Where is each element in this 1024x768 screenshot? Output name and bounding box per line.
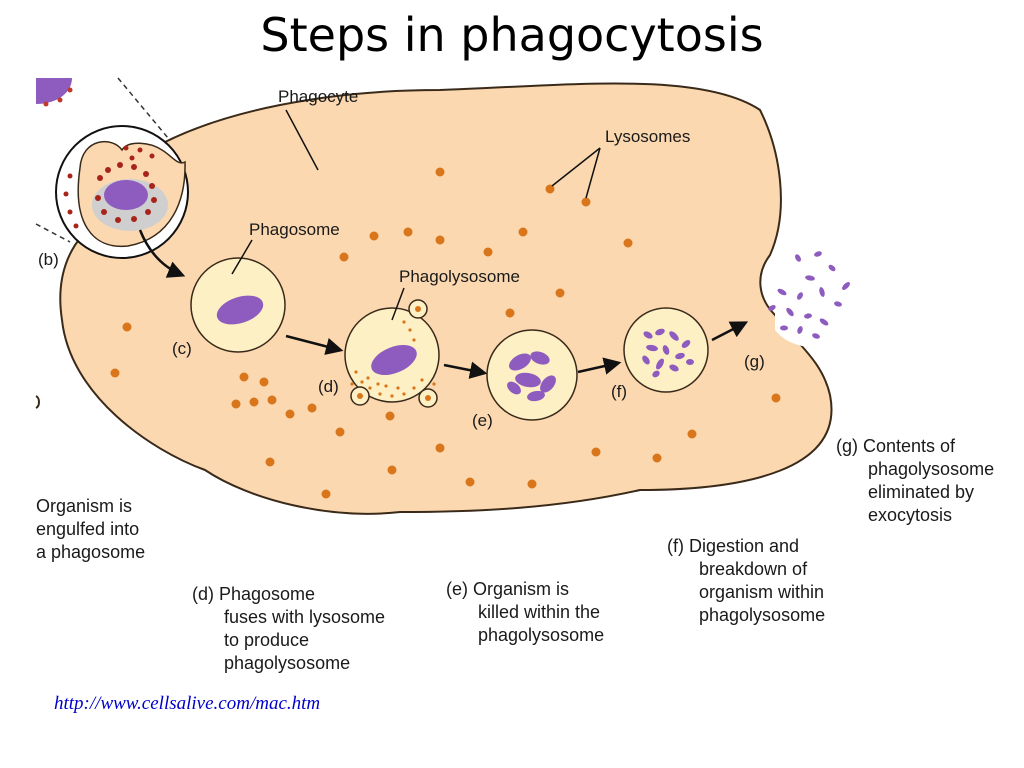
- phagocyte-leader: [285, 109, 319, 171]
- arrow-e-to-f: [577, 357, 622, 375]
- caption-line: phagolysosome: [868, 459, 995, 479]
- caption-line: (g) Contents of: [836, 436, 956, 456]
- step-f-label: (f): [611, 382, 628, 401]
- left-edge-organism: [35, 395, 40, 409]
- phagocyte-cell: [59, 82, 833, 515]
- caption-e: (e) Organism is killed within the phagol…: [446, 578, 604, 647]
- arrow-f-to-g: [711, 321, 749, 342]
- arrow-c-to-d: [285, 334, 344, 355]
- caption-line: organism within: [699, 582, 825, 602]
- source-link[interactable]: http://www.cellsalive.com/mac.htm: [54, 693, 321, 714]
- caption-line: (e) Organism is: [446, 579, 570, 599]
- step-d-label: (d): [318, 377, 339, 396]
- caption-line: a phagosome: [36, 542, 146, 562]
- magnify-guide-line: [117, 77, 169, 139]
- step-b-label: (b): [38, 250, 59, 269]
- caption-line: to produce: [224, 630, 310, 650]
- caption-line: engulfed into: [36, 519, 140, 539]
- caption-line: (d) Phagosome: [192, 584, 316, 604]
- caption-line: phagolysosome: [699, 605, 826, 625]
- lysosomes-leader: [585, 147, 601, 199]
- caption-f: (f) Digestion and breakdown of organism …: [667, 535, 825, 627]
- organism-surface-dots: [63, 145, 157, 229]
- lysosomes: [110, 167, 781, 499]
- phagosome-organism: [216, 295, 264, 325]
- arrow-b-to-c: [138, 229, 186, 278]
- step-c-label: (c): [172, 339, 192, 358]
- phagosome-label: Phagosome: [249, 220, 340, 239]
- caption-line: fuses with lysosome: [224, 607, 386, 627]
- step-g-label: (g): [744, 352, 765, 371]
- arrow-d-to-e: [443, 361, 488, 379]
- lysosomes-leader: [551, 147, 601, 187]
- caption-line: eliminated by: [868, 482, 975, 502]
- phagocyte-label: Phagocyte: [278, 87, 359, 106]
- phagolysosome-organism: [371, 344, 417, 376]
- caption-line: phagolysosome: [478, 625, 605, 645]
- caption-d: (d) Phagosome fuses with lysosome to pro…: [192, 583, 385, 675]
- digested-fragments: [642, 328, 694, 378]
- exocytosis-opening: [775, 271, 854, 348]
- killed-organism-fragments: [507, 351, 556, 402]
- magnify-guide-line: [35, 223, 71, 243]
- slide-title: Steps in phagocytosis: [260, 8, 764, 62]
- lysosomes-label: Lysosomes: [605, 127, 691, 146]
- phagolysosome-leader: [391, 287, 405, 321]
- caption-b: Organism is engulfed into a phagosome: [36, 495, 145, 564]
- caption-line: killed within the: [478, 602, 601, 622]
- outside-organism: [36, 78, 72, 104]
- released-fragments: [768, 251, 850, 339]
- engulfed-organism: [104, 180, 148, 210]
- lysosome-enzyme-dots: [350, 306, 436, 401]
- phagolysosome-label: Phagolysosome: [399, 267, 520, 286]
- caption-line: (f) Digestion and: [667, 536, 800, 556]
- caption-line: phagolysosome: [224, 653, 351, 673]
- step-e-label: (e): [472, 411, 493, 430]
- caption-g: (g) Contents of phagolysosome eliminated…: [836, 435, 994, 527]
- caption-line: exocytosis: [868, 505, 953, 525]
- caption-line: breakdown of: [699, 559, 808, 579]
- phagosome-leader: [231, 239, 253, 275]
- outside-organism-dots: [43, 87, 73, 107]
- caption-line: Organism is: [36, 496, 133, 516]
